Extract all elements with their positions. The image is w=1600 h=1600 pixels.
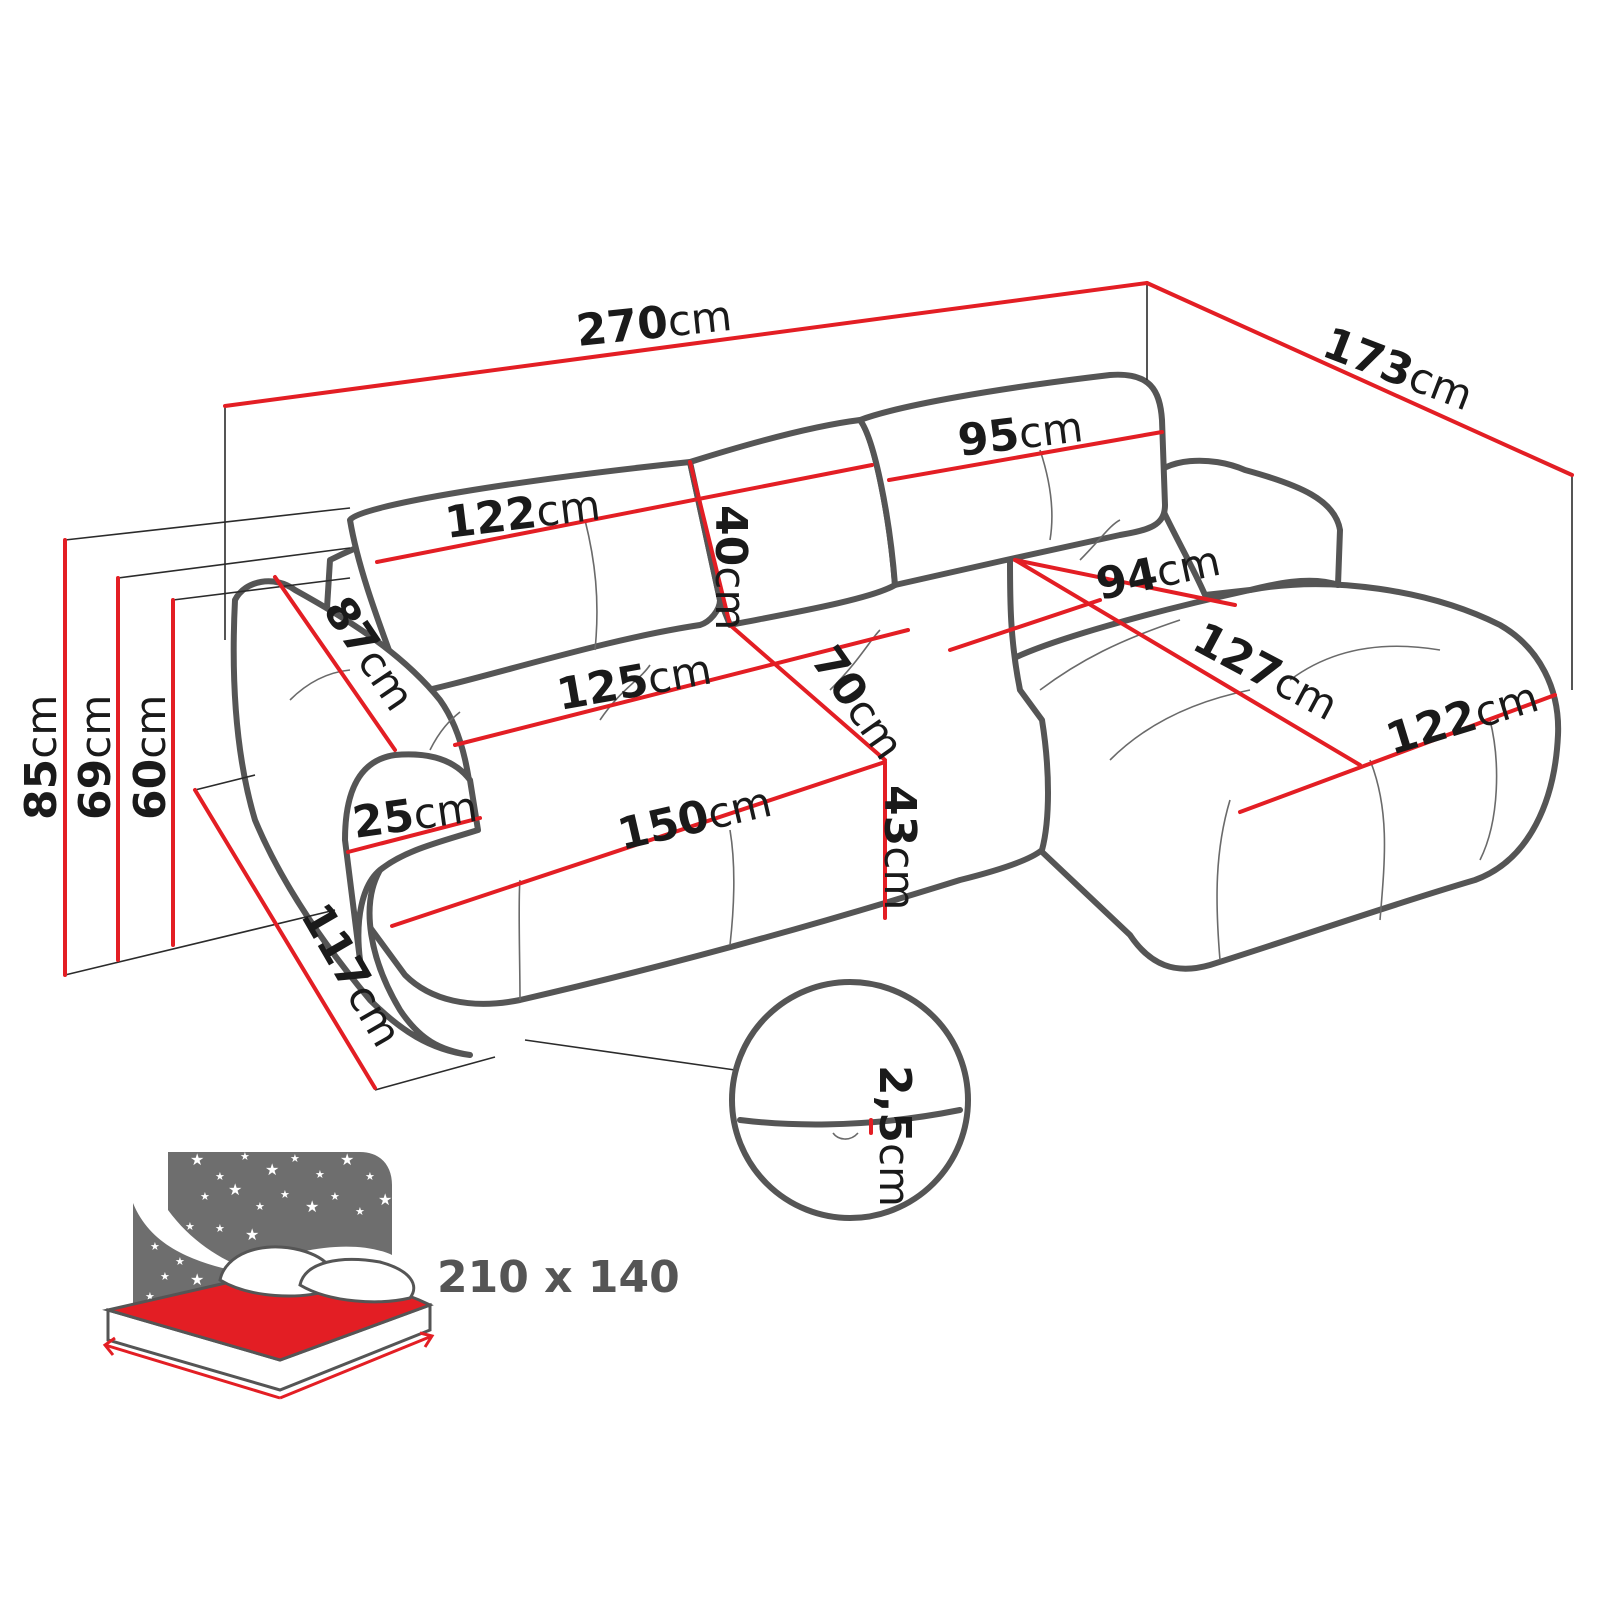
star-icon: ★ (255, 1200, 265, 1213)
seam-line (729, 829, 735, 946)
dim-line-depth-right (1145, 281, 1574, 477)
sofa-drawing (230, 371, 1562, 1058)
dim-line-chaise-length (1013, 558, 1362, 767)
star-icon: ★ (378, 1190, 392, 1209)
leg-detail-cushion (737, 1107, 963, 1128)
dim-label-leg-height: 2,5cm (869, 1065, 920, 1207)
star-icon: ★ (290, 1152, 300, 1165)
star-icon: ★ (160, 1270, 170, 1283)
guide-line (64, 507, 351, 541)
dim-label-chaise-width: 94cm (1092, 535, 1225, 611)
stars-decoration: ★★★★★★★★★★★★★★★★★★★★★★★★ (145, 1150, 392, 1303)
seam-line (584, 519, 598, 651)
star-icon: ★ (200, 1190, 210, 1203)
dim-label-height-arm: 60cm (125, 695, 176, 820)
seam-line (1216, 799, 1231, 961)
chaise-body (1007, 581, 1562, 972)
seam-line (1079, 519, 1121, 561)
bed-night-backdrop (168, 1152, 392, 1270)
star-icon: ★ (340, 1150, 354, 1169)
guide-line (64, 909, 336, 976)
dim-label-backrest-right: 95cm (955, 401, 1086, 467)
leg-detail-circle (729, 979, 971, 1221)
back-cushion-right (857, 371, 1168, 588)
dim-line-front-width (390, 760, 887, 928)
dim-label-height-total: 85cm (16, 695, 67, 820)
dim-line-seat-back (948, 598, 1102, 652)
star-icon: ★ (215, 1170, 225, 1183)
bed-arrow-length (104, 1343, 281, 1400)
star-icon: ★ (265, 1160, 279, 1179)
star-icon: ★ (150, 1240, 160, 1253)
dim-line-backrest-right (887, 430, 1164, 482)
bed-arrowhead (419, 1331, 435, 1348)
seam-line (429, 711, 461, 751)
dim-label-depth-right: 173cm (1316, 318, 1480, 421)
leg-detail (524, 979, 971, 1221)
armrest-front-panel (342, 751, 481, 963)
dim-label-seat-height: 43cm (874, 785, 925, 910)
dim-line-seat-depth (728, 623, 887, 762)
star-icon: ★ (185, 1220, 195, 1233)
star-icon: ★ (228, 1180, 242, 1199)
seam-line (518, 879, 521, 1001)
seam-line (289, 669, 351, 701)
chaise-side-cushion (1147, 457, 1343, 598)
star-icon: ★ (190, 1270, 204, 1289)
star-icon: ★ (305, 1197, 319, 1216)
star-icon: ★ (145, 1290, 155, 1303)
dim-label-armrest-width: 25cm (349, 781, 480, 849)
star-icon: ★ (355, 1205, 365, 1218)
dim-line-total-width (223, 281, 1149, 408)
dim-line-armrest-width (346, 816, 482, 854)
seam-line (1039, 619, 1181, 691)
seam-line (829, 629, 881, 691)
dim-label-backrest-left: 122cm (442, 479, 603, 549)
dim-label-height-back: 69cm (70, 695, 121, 820)
seam-line (1289, 645, 1441, 681)
dimension-lines (63, 281, 1574, 1135)
dim-line-armrest-depth (273, 575, 397, 752)
seam-line (599, 664, 651, 721)
dim-line-sofa-depth (193, 788, 377, 1090)
star-icon: ★ (190, 1150, 204, 1169)
guide-line (374, 1056, 496, 1091)
dim-label-cushion-height: 40cm (705, 505, 756, 630)
dim-line-chaise-front (1238, 693, 1557, 814)
star-icon: ★ (280, 1188, 290, 1201)
seam-line (1109, 689, 1251, 761)
dim-line-chaise-width (1013, 558, 1237, 607)
guide-line (194, 774, 256, 791)
bed-arrow-width (279, 1334, 433, 1400)
dim-label-seat-width: 125cm (553, 644, 715, 721)
star-icon: ★ (240, 1150, 250, 1163)
sleeping-function-bed-icon: ★★★★★★★★★★★★★★★★★★★★★★★★ 210 x 140 (102, 1150, 680, 1400)
guide-line (117, 547, 351, 579)
star-icon: ★ (245, 1225, 259, 1244)
bed-arrowhead (102, 1336, 116, 1356)
dim-line-seat-width (453, 628, 910, 747)
dim-line-cushion-height (688, 460, 732, 627)
bed-pillow (298, 1257, 416, 1304)
dim-label-total-width: 270cm (574, 290, 734, 357)
bed-size-label: 210 x 140 (437, 1252, 680, 1303)
seam-line (1369, 759, 1386, 921)
leader-line (524, 1039, 736, 1071)
seam-line (1479, 719, 1498, 861)
leg-detail-foot (832, 1132, 859, 1140)
seam-line (1039, 449, 1053, 541)
star-icon: ★ (365, 1170, 375, 1183)
star-icon: ★ (215, 1222, 225, 1235)
star-icon: ★ (330, 1190, 340, 1203)
guide-lines (64, 285, 1573, 1091)
star-icon: ★ (175, 1255, 185, 1268)
guide-line (172, 577, 351, 601)
star-icon: ★ (315, 1168, 325, 1181)
dim-line-backrest-left (375, 463, 874, 564)
